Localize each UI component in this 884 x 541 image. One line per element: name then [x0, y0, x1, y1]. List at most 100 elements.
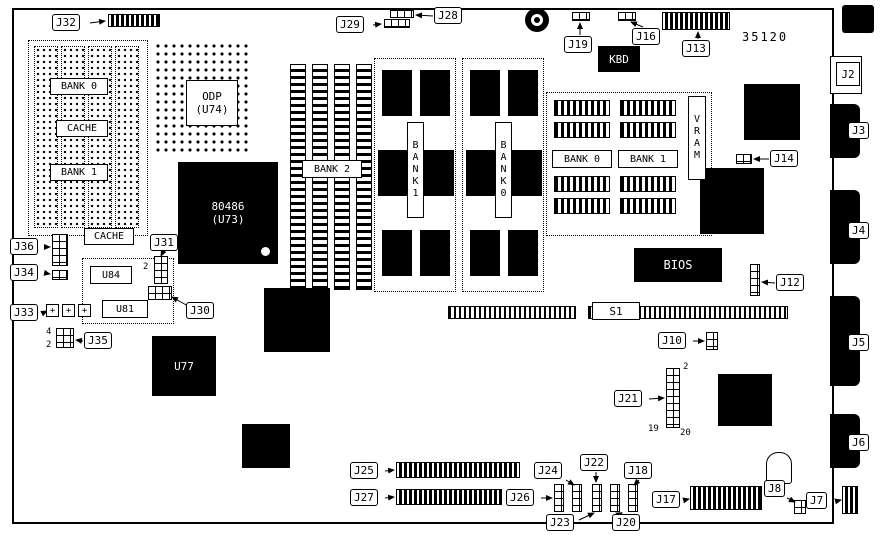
j29-connector	[384, 19, 410, 28]
jumper-label-j21: J21	[614, 390, 642, 407]
j10-connector	[706, 332, 718, 350]
bank0-vertical-label: BANK0	[495, 122, 512, 218]
j30-connector	[148, 286, 172, 300]
vram-dip-1	[554, 100, 610, 116]
u77-label: U77	[174, 359, 194, 373]
cache-label: CACHE	[56, 120, 108, 137]
vram-dip-7	[620, 176, 676, 192]
capacitor-3: +	[78, 304, 91, 317]
video-controller-chip	[700, 168, 764, 234]
jumper-label-j18: J18	[624, 462, 652, 479]
jumper-label-j17: J17	[652, 491, 680, 508]
cache-bank1-label: BANK 1	[50, 164, 108, 181]
j7-connector	[842, 486, 858, 514]
jumper-label-j2: J2	[841, 67, 855, 81]
jumper-label-j36: J36	[10, 238, 38, 255]
port-label-j6: J6	[848, 434, 870, 451]
jumper-label-j20: J20	[612, 514, 640, 531]
j35-pin2-number: 2	[46, 340, 52, 350]
chipset-chip-bottom	[718, 374, 772, 426]
asic-chip-2	[242, 424, 290, 468]
speaker	[525, 8, 549, 32]
j28-connector	[390, 10, 414, 18]
cable-loop	[766, 452, 792, 484]
jumper-label-j24: J24	[534, 462, 562, 479]
cpu-label-line1: 80486	[211, 200, 245, 213]
jumper-label-j16: J16	[632, 28, 660, 45]
chipset-chip-top	[744, 84, 800, 140]
s1-label-box: S1	[592, 302, 640, 320]
bank1-dram-2	[420, 70, 450, 116]
j31-pin2-number: 2	[143, 262, 149, 272]
bank0-dram-3	[466, 150, 496, 196]
bank2-label: BANK 2	[302, 160, 362, 178]
j13-connector	[662, 12, 730, 30]
s1-label: S1	[609, 304, 623, 318]
u77-chip: U77	[152, 336, 216, 396]
bank1-vertical-label: BANK1	[407, 122, 424, 218]
j32-connector	[108, 14, 160, 27]
j21-pin2-number: 2	[683, 362, 689, 372]
j8-connector	[794, 500, 806, 514]
vram-dip-3	[554, 176, 610, 192]
j26-connector	[554, 484, 564, 512]
cpu-label-line2: (U73)	[211, 213, 245, 226]
bank0-dram-4	[512, 150, 542, 196]
jumper-label-j34: J34	[10, 264, 38, 281]
jumper-label-j22: J22	[580, 454, 608, 471]
u81-label: U81	[115, 303, 135, 315]
bank1-dram-1	[382, 70, 412, 116]
jumper-label-j29: J29	[336, 16, 364, 33]
s1-switch-left	[448, 306, 576, 319]
cache-socket-column-4	[115, 46, 139, 228]
jumper-label-j32: J32	[52, 14, 80, 31]
j16-connector	[618, 12, 636, 21]
u84-label: U84	[101, 269, 121, 281]
kbd-controller-chip: KBD	[598, 46, 640, 72]
cpu-pin1-dot	[261, 247, 270, 256]
port-label-j3: J3	[848, 122, 870, 139]
j31-connector	[154, 256, 168, 284]
u84-oscillator: U84	[90, 266, 132, 284]
speaker-center	[534, 17, 540, 23]
jumper-label-j26: J26	[506, 489, 534, 506]
j36-connector	[52, 234, 68, 266]
jumper-label-j23: J23	[546, 514, 574, 531]
jumper-label-j10: J10	[658, 332, 686, 349]
jumper-label-j14: J14	[770, 150, 798, 167]
j21-pin19-number: 19	[648, 424, 659, 434]
jumper-label-j35: J35	[84, 332, 112, 349]
j34-connector	[52, 270, 68, 280]
bios-chip: BIOS	[634, 248, 722, 282]
vram-vertical-label: VRAM	[688, 96, 706, 180]
odp-upgrade-socket-label: ODP (U74)	[186, 80, 238, 126]
odp-label-line1: ODP	[202, 90, 222, 103]
bank0-dram-1	[470, 70, 500, 116]
asic-chip-1	[264, 288, 330, 352]
cache-socket-column-3	[88, 46, 112, 228]
j20-connector	[610, 484, 620, 512]
bank1-dram-5	[382, 230, 412, 276]
vram-dip-2	[554, 122, 610, 138]
j19-connector	[572, 12, 590, 21]
j14-connector	[736, 154, 752, 164]
j27-connector	[396, 489, 502, 505]
cache-socket-column-1	[34, 46, 58, 228]
cpu-80486: 80486 (U73)	[178, 162, 278, 264]
kbd-label: KBD	[609, 52, 629, 66]
arrow-j7	[834, 498, 842, 505]
vram-dip-5	[620, 100, 676, 116]
j21-connector	[666, 368, 680, 428]
bank0-dram-5	[470, 230, 500, 276]
cache-chip-label-box: CACHE	[84, 228, 134, 245]
j25-connector	[396, 462, 520, 478]
cache-bank0-label: BANK 0	[50, 78, 108, 95]
bank1-dram-6	[420, 230, 450, 276]
jumper-label-j30: J30	[186, 302, 214, 319]
jumper-label-j31: J31	[150, 234, 178, 251]
j23-connector	[592, 484, 602, 512]
vram-bank0-label: BANK 0	[552, 150, 612, 168]
j2-label-box: J2	[836, 62, 860, 86]
jumper-label-j19: J19	[564, 36, 592, 53]
